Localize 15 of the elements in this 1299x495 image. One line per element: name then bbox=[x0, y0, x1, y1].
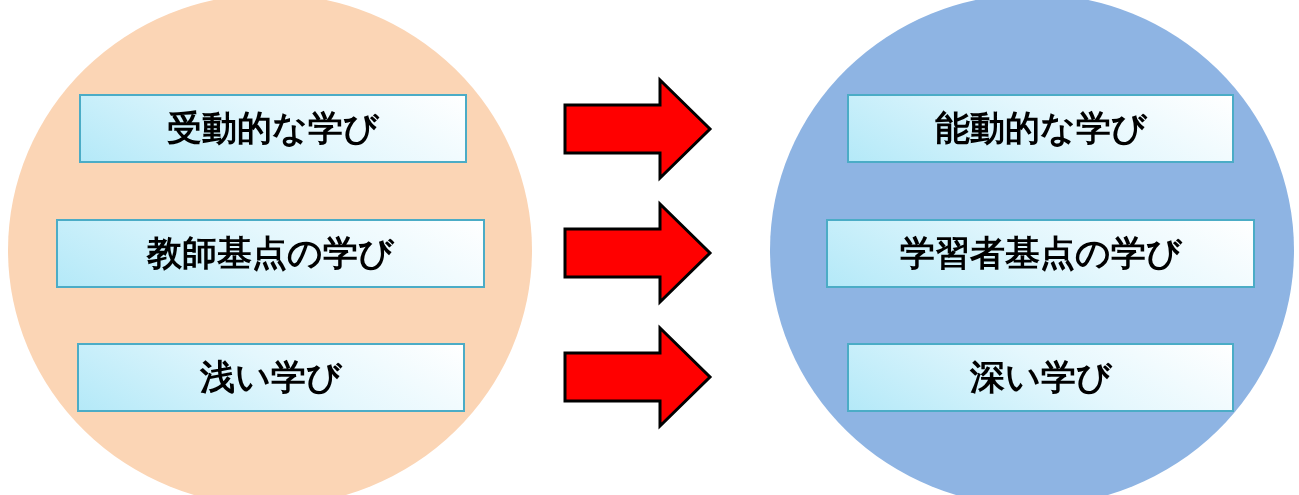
block-arrow bbox=[563, 76, 713, 182]
text-box bbox=[847, 94, 1234, 163]
box-label: 学習者基点の学び bbox=[899, 232, 1182, 275]
box-label: 受動的な学び bbox=[167, 107, 379, 150]
box-label: 浅い学び bbox=[200, 356, 342, 399]
text-box bbox=[79, 94, 467, 163]
box-label: 能動的な学び bbox=[934, 107, 1147, 150]
block-arrow bbox=[563, 324, 713, 430]
text-box bbox=[56, 219, 485, 288]
box-label: 教師基点の学び bbox=[147, 232, 394, 275]
block-arrow bbox=[563, 200, 713, 306]
box-label: 深い学び bbox=[969, 356, 1112, 399]
text-box bbox=[847, 343, 1234, 412]
text-box bbox=[77, 343, 465, 412]
text-box bbox=[826, 219, 1255, 288]
